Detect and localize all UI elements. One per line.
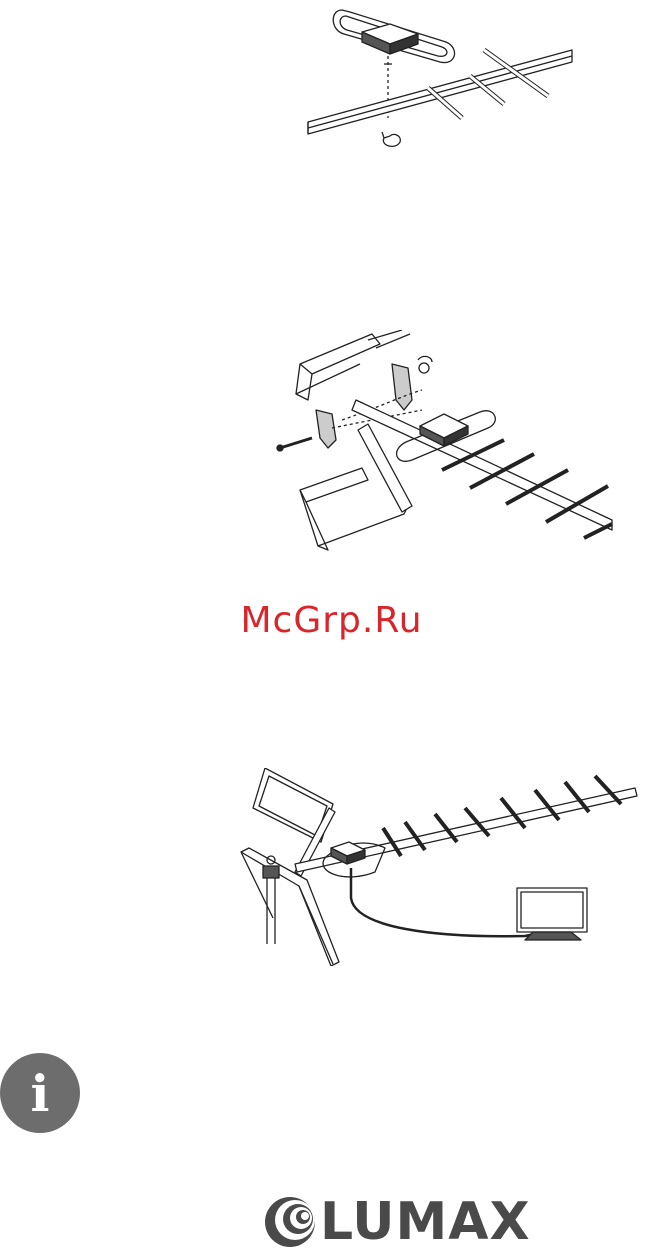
info-icon: i [0,1053,80,1133]
antenna-mast-tv-connection-illustration [235,768,645,966]
watermark-text: McGrp.Ru [0,600,663,641]
brand-logo-text: LUMAX [320,1196,531,1248]
crescent-swirl-icon [264,1196,316,1248]
antenna-balun-mount-illustration [300,0,580,160]
antenna-reflector-bracket-illustration [272,330,617,552]
brand-logo: LUMAX [264,1196,609,1248]
info-glyph: i [31,1064,50,1123]
